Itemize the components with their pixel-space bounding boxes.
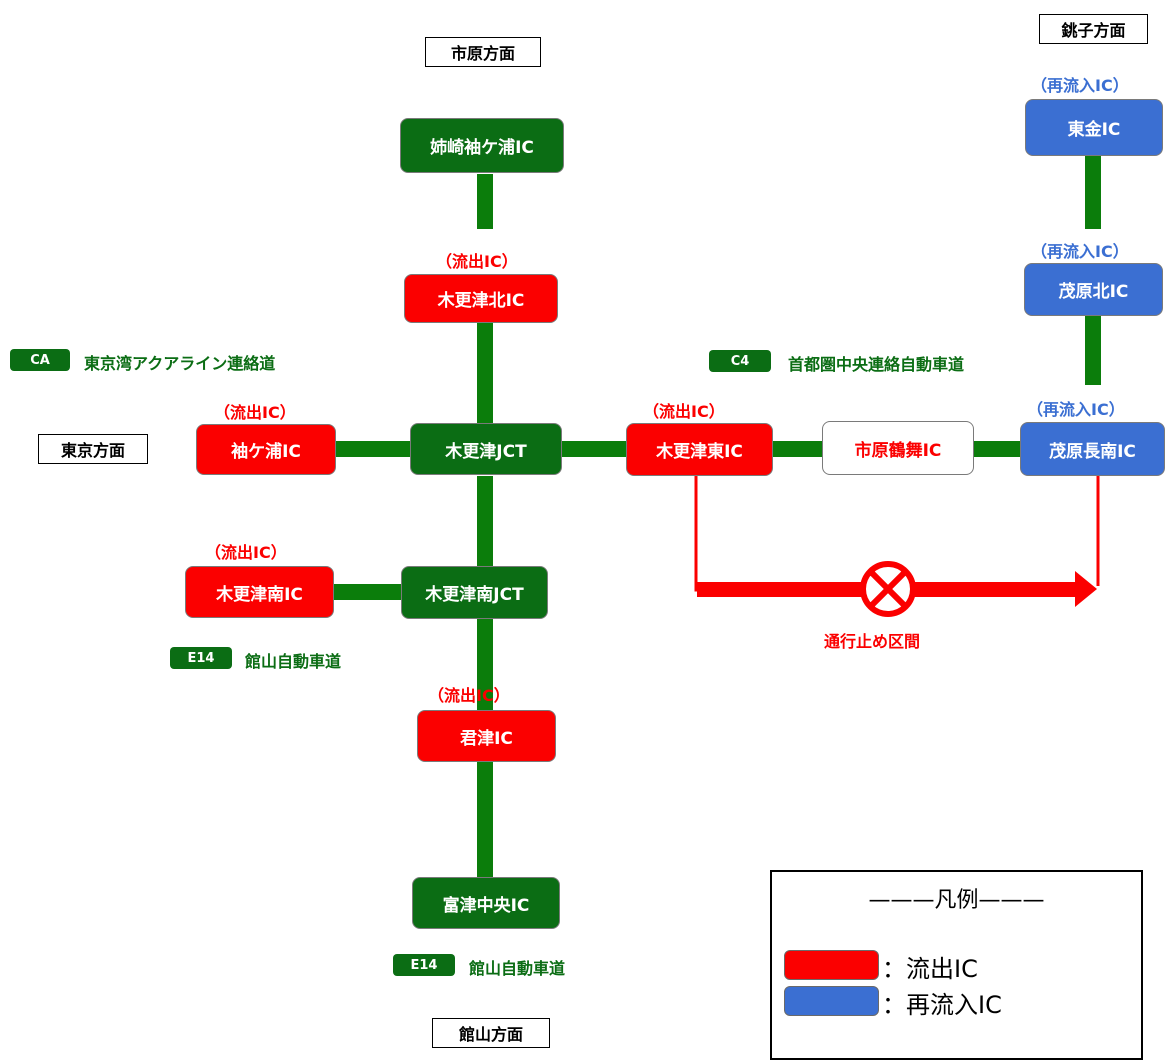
ic-kisarazu-kita: 木更津北IC (404, 274, 558, 323)
road-segment-mobara-2 (1085, 155, 1101, 229)
no-entry-circle-x-icon (860, 561, 916, 617)
route-badge-e14-west: E14 (170, 647, 232, 669)
jct-kisarazu: 木更津JCT (410, 423, 562, 475)
legend-swatch-reentry (784, 986, 879, 1016)
ic-mobara-chonan: 茂原長南IC (1020, 422, 1165, 476)
tag-exit-sodegaura: （流出IC） (214, 403, 296, 422)
ic-ichihara-tsurumai: 市原鶴舞IC (822, 421, 974, 475)
tag-reentry-mobara-kita: （再流入IC） (1031, 242, 1129, 261)
road-segment-mobara-1 (1085, 315, 1101, 385)
route-badge-ca: CA (10, 349, 70, 371)
route-badge-e14-south: E14 (393, 954, 455, 976)
road-segment-north-1 (477, 174, 493, 229)
ic-sodegaura: 袖ケ浦IC (196, 424, 336, 475)
direction-tateyama: 館山方面 (432, 1018, 550, 1048)
legend: ———凡例——— ：流出IC ：再流入IC (770, 870, 1143, 1060)
ic-kisarazu-higashi: 木更津東IC (626, 423, 773, 476)
direction-tokyo: 東京方面 (38, 434, 148, 464)
road-segment-east-1 (561, 441, 627, 457)
tag-reentry-togane: （再流入IC） (1031, 76, 1129, 95)
route-name-ca: 東京湾アクアライン連絡道 (84, 354, 276, 373)
legend-label-reentry: ：再流入IC (882, 991, 1002, 1019)
ic-kisarazu-minami: 木更津南IC (185, 566, 334, 618)
legend-swatch-exit (784, 950, 879, 980)
ic-mobara-kita: 茂原北IC (1024, 263, 1163, 316)
closure-label: 通行止め区間 (824, 632, 921, 651)
tag-exit-kisarazu-kita: （流出IC） (436, 252, 518, 271)
route-name-e14-west: 館山自動車道 (245, 652, 342, 671)
legend-label-exit: ：流出IC (882, 955, 978, 983)
direction-ichihara: 市原方面 (425, 37, 541, 67)
road-segment-south-1 (477, 476, 493, 568)
route-name-c4: 首都圏中央連絡自動車道 (788, 355, 965, 374)
arrow-right-icon (1075, 571, 1097, 607)
route-badge-c4: C4 (709, 350, 771, 372)
ic-futtsu-chuo: 富津中央IC (412, 877, 560, 929)
ic-togane: 東金IC (1025, 99, 1163, 156)
road-segment-east-2 (772, 441, 823, 457)
road-segment-south-3 (477, 762, 493, 878)
road-segment-east-3 (973, 441, 1021, 457)
road-segment-minami-link (333, 584, 403, 600)
legend-title: ———凡例——— (868, 888, 1045, 913)
tag-reentry-mobara-chonan: （再流入IC） (1027, 400, 1125, 419)
tag-exit-kisarazu-minami: （流出IC） (205, 543, 287, 562)
tag-exit-kimitsu: （流出IC） (428, 686, 510, 705)
route-name-e14-south: 館山自動車道 (469, 959, 566, 978)
tag-exit-kisarazu-higashi: （流出IC） (643, 402, 725, 421)
ic-kimitsu: 君津IC (417, 710, 556, 762)
jct-kisarazu-minami: 木更津南JCT (401, 566, 548, 619)
road-segment-west (335, 441, 411, 457)
ic-anesaki-sodegaura: 姉崎袖ケ浦IC (400, 118, 564, 173)
road-segment-south-2 (477, 618, 493, 710)
direction-choshi: 銚子方面 (1039, 14, 1148, 44)
road-segment-north-2 (477, 322, 493, 424)
